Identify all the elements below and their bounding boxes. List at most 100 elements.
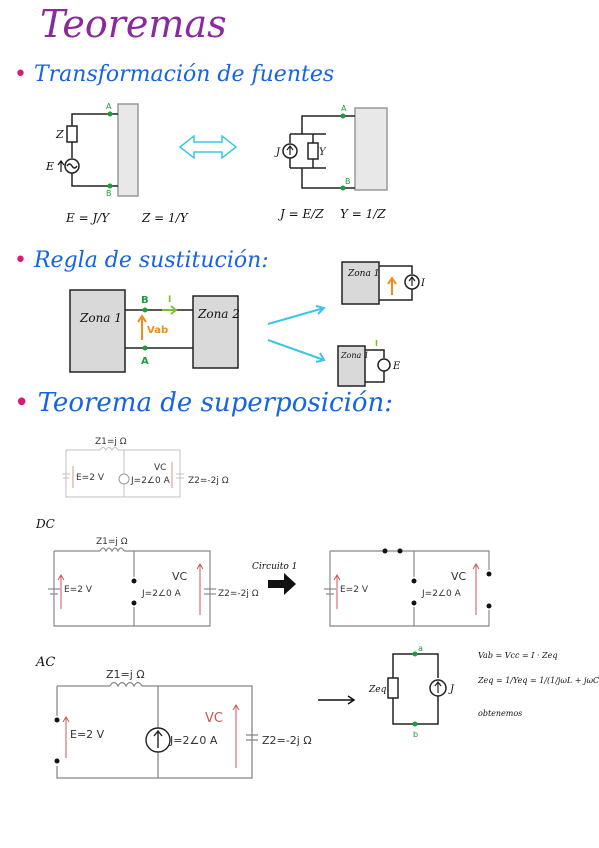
result-voltage-source [337,345,391,387]
label-b: B [106,189,112,198]
formula-left-1: E = J/Y [65,211,110,225]
z1-label: Z1=j Ω [106,668,145,681]
bullet-icon: • [14,248,34,273]
e-label: E=2 V [76,473,105,483]
vc-label: VC [154,463,166,473]
formula-right-1: J = E/Z [277,207,324,221]
label-b: B [345,177,351,186]
e-label: E=2 V [340,585,369,595]
node-b-dot [107,183,113,189]
result-zona-label: Zona 1 [347,269,379,279]
zona2-label: Zona 2 [197,307,240,321]
z2-label: Z2=-2j Ω [188,476,229,486]
z1-label: Z1=j Ω [95,437,127,447]
node-a-label: a [418,644,423,653]
ac-label: AC [35,655,55,670]
section-heading-source-transform: • Transformación de fuentes [14,62,334,87]
current-label: I [168,295,171,305]
arrow-head-icon [472,563,480,570]
current-source-icon [118,473,130,485]
label-j: J [274,147,281,158]
double-arrow-icon [178,134,238,160]
arrow-head-icon [57,574,65,581]
arrow-right-up-icon [267,305,326,325]
heading-text: Transformación de fuentes [33,62,335,87]
label-y: Y [319,147,327,158]
terminal-dot [54,758,60,764]
terminal-dot [486,571,492,577]
substitution-diagram [69,289,239,373]
arrow-up-icon [153,729,163,748]
title-text: Teoremas [40,2,227,46]
z1-label: Z1=j Ω [96,537,128,547]
vab-label: Vab [147,325,168,336]
node-a-dot [412,651,418,657]
node-a-dot [340,113,346,119]
arrow-head-icon [333,574,341,581]
dc-label: DC [35,517,55,531]
zona1-label: Zona 1 [79,311,122,325]
result-source-label: E [392,361,401,372]
j-label: J=2∠0 A [421,589,462,599]
z2-label: Z2=-2j Ω [262,734,312,747]
section-heading-substitution: • Regla de sustitución: [14,248,269,273]
open-source-gap [130,577,138,607]
arrow-head-icon [137,314,147,323]
z2-label: Z2=-2j Ω [218,589,259,599]
terminal-dot [411,600,417,606]
formula-left-2: Z = 1/Y [141,211,189,225]
terminal-dot [486,603,492,609]
open-source-gap [410,577,418,607]
node-a-label: A [141,356,149,367]
heading-text: Teorema de superposición: [37,388,394,418]
node-b-label: B [141,295,149,306]
arrow-head-icon [232,704,240,711]
label-z: Z [55,128,64,141]
terminal-dot [397,548,403,554]
j-label: J=2∠0 A [141,589,182,599]
arrow-head-icon [196,563,204,570]
node-b-label: b [413,730,418,739]
node-b-dot [142,307,148,313]
terminal-dot [131,578,137,584]
bullet-icon: • [14,62,34,87]
label-a: A [341,104,347,113]
page-title: Teoremas [40,2,227,46]
e-label: E=2 V [70,728,105,741]
arrow-right-icon [318,695,356,705]
thevenin-circuit [64,103,139,197]
heading-text: Regla de sustitución: [33,248,269,273]
equation-1: Vab = Vcc = I · Zeq [478,651,557,660]
circuito-label: Circuito 1 [252,562,297,572]
result-current-label: I [375,339,378,348]
arrow-right-down-icon [267,339,326,363]
result-source-label: I [420,278,426,289]
vc-label: VC [172,570,188,583]
terminal-dot [54,717,60,723]
formula-right-2: Y = 1/Z [340,207,386,221]
label-a: A [106,102,112,111]
norton-circuit [282,107,388,191]
j-label: J=2∠0 A [169,734,218,747]
result-zona-label: Zona 1 [340,351,369,360]
label-e: E [45,160,54,173]
equation-2: Zeq = 1/Yeq = 1/(1/jωL + jωC) [477,676,599,685]
j-small-label: J [448,684,455,695]
open-cap-gap [485,570,493,610]
open-source-gap [53,716,61,766]
terminal-dot [411,578,417,584]
node-b-dot [412,721,418,727]
arrow-right-icon [268,573,296,595]
zeq-label: Zeq [368,685,387,695]
bullet-icon: • [14,388,38,418]
arrow-head-icon [62,716,70,723]
section-heading-superposition: • Teorema de superposición: [14,388,393,418]
terminal-dot [131,600,137,606]
arrow-up-icon [57,160,65,172]
node-b-dot [340,185,346,191]
ac-equivalent-circuit [387,653,447,725]
terminal-dot [382,548,388,554]
obtenemos-label: obtenemos [478,709,522,718]
current-arrow-icon [162,305,178,315]
